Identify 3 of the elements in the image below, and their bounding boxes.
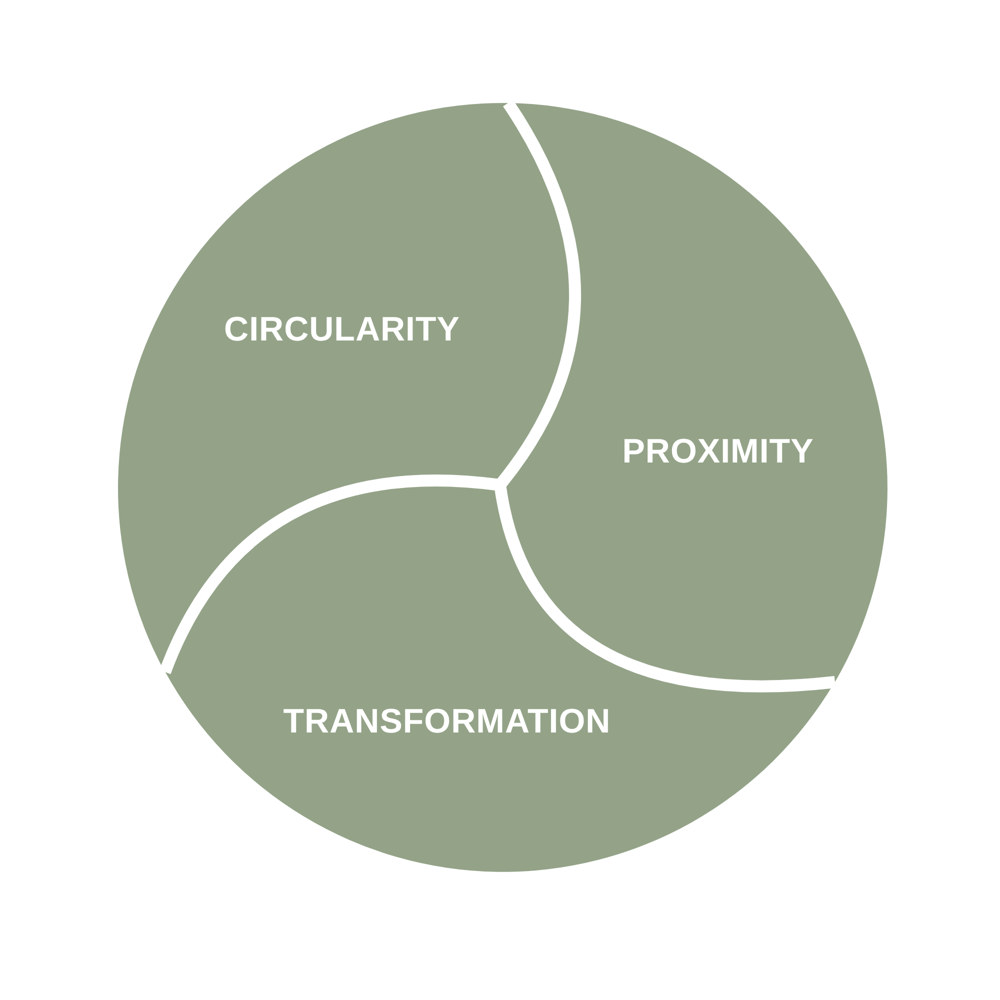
segment-label: TRANSFORMATION bbox=[283, 702, 611, 742]
segment-label: PROXIMITY bbox=[622, 432, 814, 472]
segment-label: CIRCULARITY bbox=[224, 310, 460, 350]
